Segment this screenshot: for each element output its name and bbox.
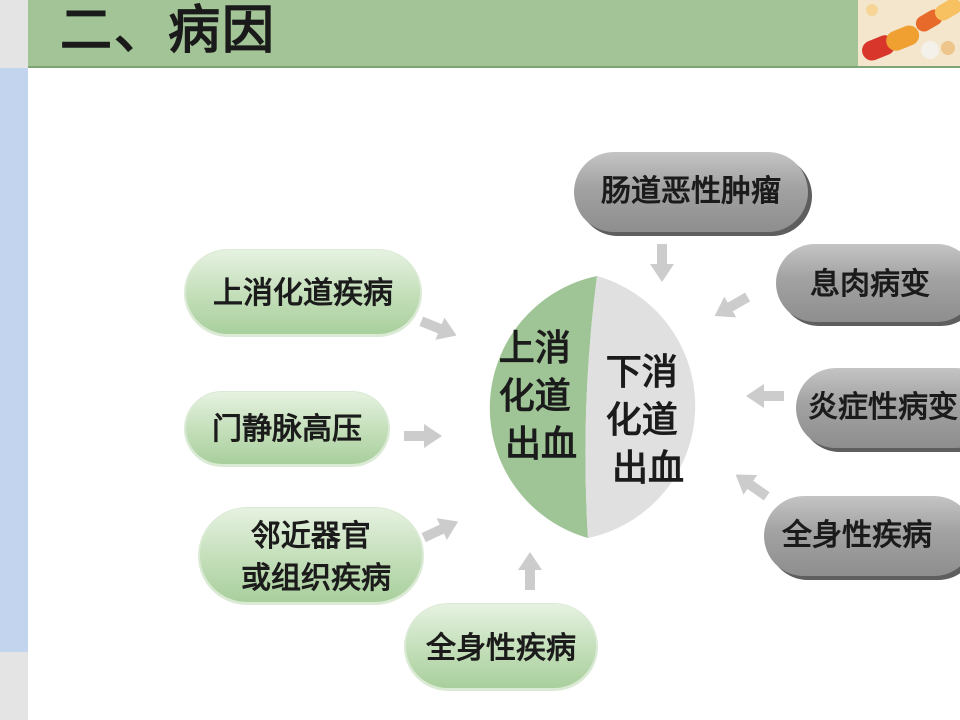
arrow-portal-hypertension <box>404 424 442 448</box>
upper-gi-bleeding-label: 上消 化道 出血 <box>499 328 584 465</box>
svg-text:门静脉高压: 门静脉高压 <box>212 412 362 447</box>
svg-text:肠道恶性肿瘤: 肠道恶性肿瘤 <box>601 174 781 209</box>
arrow-upper-gi-disease <box>419 316 457 340</box>
cause-intestinal-malignancy: 肠道恶性肿瘤 <box>574 152 812 236</box>
cause-inflammatory-lesions: 炎症性病变 <box>796 368 960 452</box>
cause-systemic-disease-lower: 全身性疾病 <box>764 496 960 580</box>
arrow-systemic-lower <box>735 474 770 501</box>
svg-text:息肉病变: 息肉病变 <box>810 267 930 302</box>
cause-systemic-disease-upper: 全身性疾病 <box>404 603 598 691</box>
cause-polyp-lesions: 息肉病变 <box>776 244 960 326</box>
center-circle: 上消 化道 出血 下消 化道 出血 <box>489 276 696 538</box>
capsule-pills-image <box>858 0 960 66</box>
cause-adjacent-organ-disease: 邻近器官 或组织疾病 <box>198 507 424 605</box>
lower-gi-bleeding-label: 下消 化道 出血 <box>606 352 691 489</box>
left-strip-bottom <box>0 652 28 720</box>
svg-text:全身性疾病: 全身性疾病 <box>781 518 932 553</box>
svg-text:全身性疾病: 全身性疾病 <box>425 631 576 666</box>
header-divider <box>28 66 960 68</box>
slide-title: 二、病因 <box>60 1 277 61</box>
svg-text:邻近器官 或组织疾病: 邻近器官 或组织疾病 <box>241 519 391 596</box>
lower-gi-bleeding-half <box>585 276 696 538</box>
svg-text:上消化道疾病: 上消化道疾病 <box>213 276 393 311</box>
arrow-inflammatory <box>746 384 784 408</box>
upper-gi-bleeding-half <box>489 276 597 538</box>
cause-upper-gi-disease: 上消化道疾病 <box>184 249 422 337</box>
cause-portal-hypertension: 门静脉高压 <box>184 391 390 467</box>
left-sidebar-strip <box>0 68 28 652</box>
arrow-intestinal-malignancy <box>650 244 674 282</box>
svg-text:炎症性病变: 炎症性病变 <box>808 390 958 425</box>
arrow-adjacent-organ <box>421 518 459 543</box>
header-band <box>28 0 960 66</box>
left-strip-top <box>0 0 28 68</box>
arrow-polyp <box>714 292 751 318</box>
arrow-systemic-upper <box>518 552 542 590</box>
